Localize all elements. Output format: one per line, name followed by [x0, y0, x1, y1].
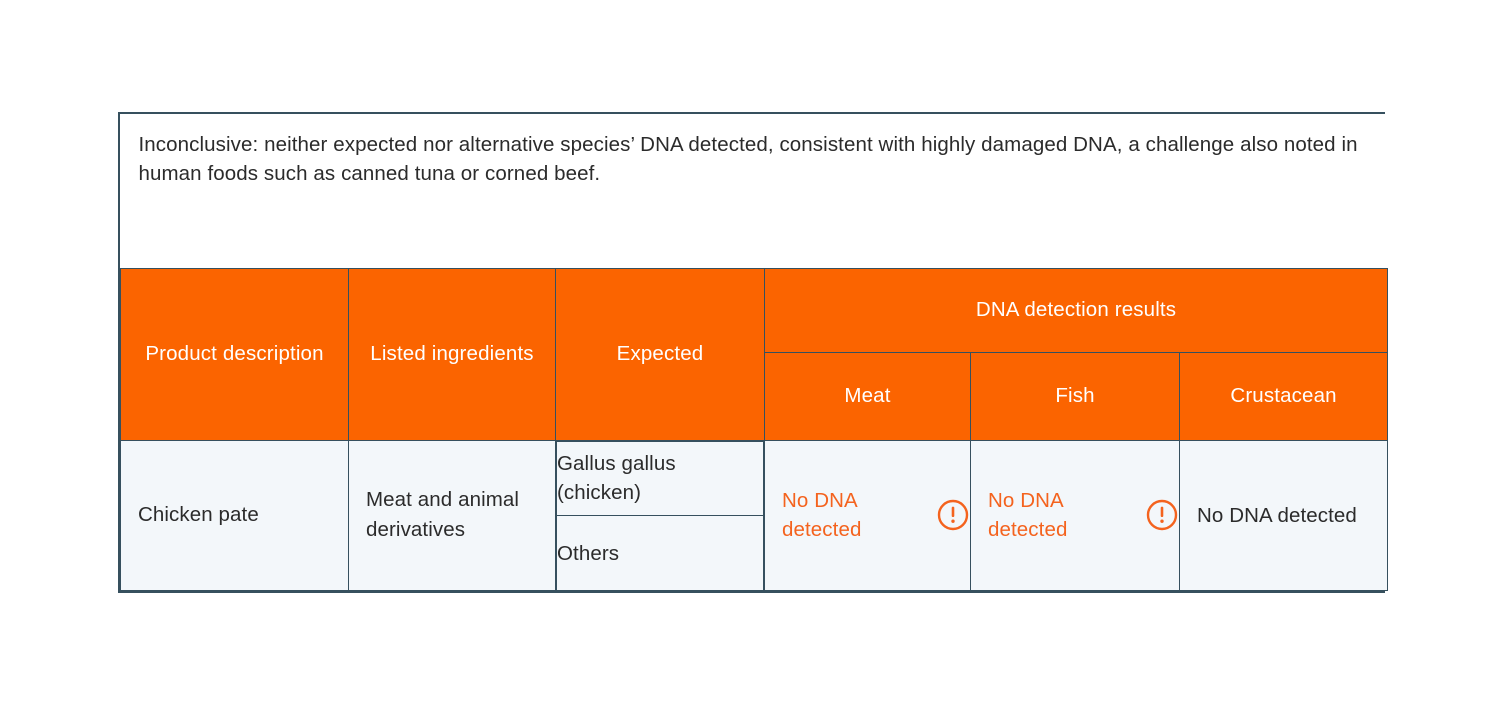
expected-species-others: Others [556, 515, 764, 590]
expected-sub-row-others: Others [556, 515, 764, 590]
cell-result-crustacean: No DNA detected [1178, 439, 1389, 592]
header-row-primary: Product description Listed ingredients E… [120, 267, 1389, 441]
inconclusive-note-text: Inconclusive: neither expected nor alter… [138, 133, 1358, 186]
warning-exclamation-circle-icon [1146, 500, 1178, 531]
cell-product-description: Chicken pate [120, 439, 349, 592]
expected-sub-row-primary: Gallus gallus (chicken) [556, 440, 764, 517]
column-header-dna-detection-results: DNA detection results [763, 267, 1389, 353]
column-header-product-description: Product description [120, 267, 349, 441]
result-crustacean-content: No DNA detected [1197, 501, 1387, 530]
column-header-crustacean: Crustacean [1178, 351, 1389, 441]
column-header-listed-ingredients: Listed ingredients [348, 267, 556, 441]
cell-expected: Gallus gallus (chicken) Others [555, 439, 765, 592]
cell-result-meat: No DNA detected [764, 439, 971, 592]
column-header-fish: Fish [970, 351, 1180, 441]
column-header-expected: Expected [555, 267, 765, 441]
result-fish-content: No DNA detected [988, 486, 1179, 544]
cell-result-fish: No DNA detected [970, 439, 1180, 592]
result-meat-content: No DNA detected [782, 486, 970, 544]
result-crustacean-text: No DNA detected [1197, 503, 1357, 527]
cell-listed-ingredients: Meat and animal derivatives [348, 439, 556, 592]
expected-sub-table: Gallus gallus (chicken) Others [556, 440, 764, 590]
dna-results-table-container: Inconclusive: neither expected nor alter… [118, 112, 1389, 593]
result-fish-text: No DNA detected [988, 489, 1068, 542]
table-note-row: Inconclusive: neither expected nor alter… [120, 114, 1388, 269]
result-meat-text: No DNA detected [782, 489, 862, 542]
expected-species-primary: Gallus gallus (chicken) [556, 440, 764, 517]
header-row-secondary: Meat Fish Crustacean [121, 351, 1389, 441]
column-header-meat: Meat [764, 351, 971, 441]
table-row: Chicken pate Meat and animal derivatives… [120, 439, 1389, 592]
inconclusive-note-cell: Inconclusive: neither expected nor alter… [120, 114, 1388, 269]
dna-results-table: Inconclusive: neither expected nor alter… [120, 114, 1389, 592]
warning-exclamation-circle-icon [937, 500, 969, 531]
